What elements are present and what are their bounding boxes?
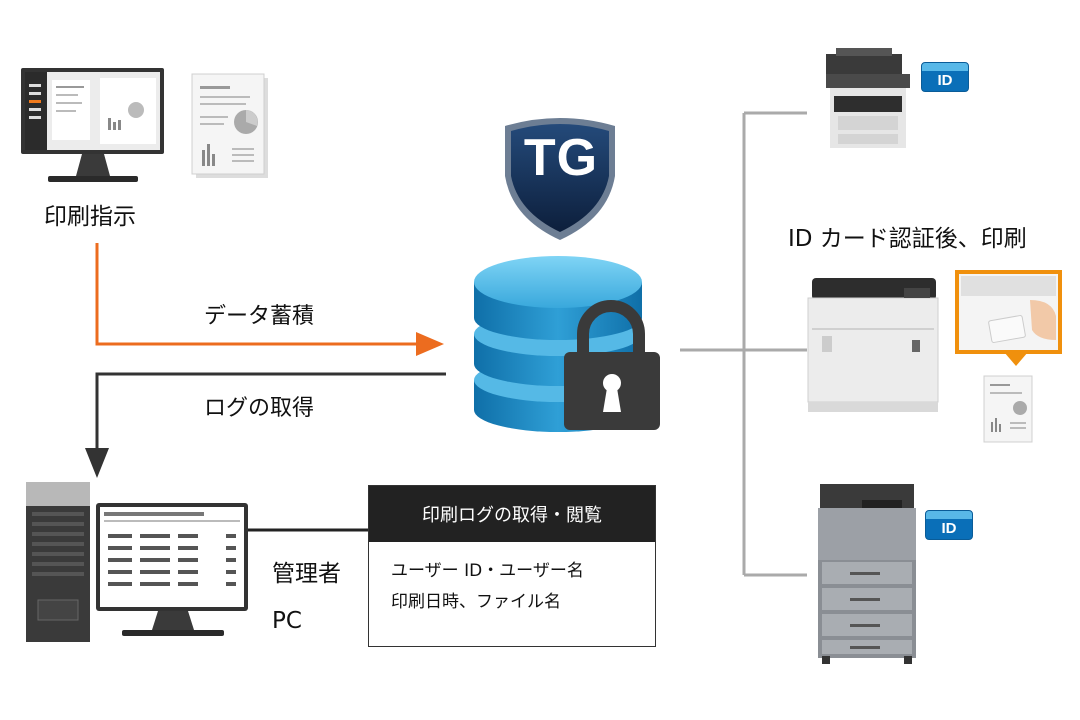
document-small-icon — [983, 375, 1033, 443]
large-copier-icon — [818, 484, 916, 664]
log-box-line-datetime: 印刷日時、ファイル名 — [391, 592, 561, 612]
print-instruction-label: 印刷指示 — [44, 204, 136, 230]
log-info-box: 印刷ログの取得・閲覧 ユーザー ID・ユーザー名 印刷日時、ファイル名 — [368, 485, 656, 647]
log-retrieval-label: ログの取得 — [204, 396, 315, 421]
client-monitor-icon — [21, 68, 164, 182]
id-badge-bottom: ID — [925, 510, 973, 540]
laser-printer-icon — [807, 278, 939, 412]
log-box-line-user: ユーザー ID・ユーザー名 — [391, 561, 584, 581]
data-storage-arrow — [95, 243, 444, 356]
admin-label: 管理者 — [272, 561, 341, 587]
log-box-title: 印刷ログの取得・閲覧 — [369, 486, 655, 542]
document-icon — [191, 73, 268, 178]
id-card-print-label: ID カード認証後、印刷 — [788, 226, 1027, 252]
id-badge-top: ID — [921, 62, 969, 92]
log-retrieval-arrow — [85, 372, 446, 478]
shield-icon — [505, 118, 615, 240]
admin-monitor-icon — [96, 503, 248, 636]
shield-logo-text: TG — [523, 129, 599, 187]
id-card-photo-icon — [955, 270, 1062, 366]
printer-connection-lines — [680, 111, 807, 577]
database-icon — [474, 256, 642, 432]
mfp-printer-icon — [826, 48, 910, 148]
pc-label: PC — [272, 608, 302, 634]
data-storage-label: データ蓄積 — [204, 304, 315, 329]
tower-pc-icon — [26, 482, 90, 642]
padlock-icon — [564, 300, 660, 430]
